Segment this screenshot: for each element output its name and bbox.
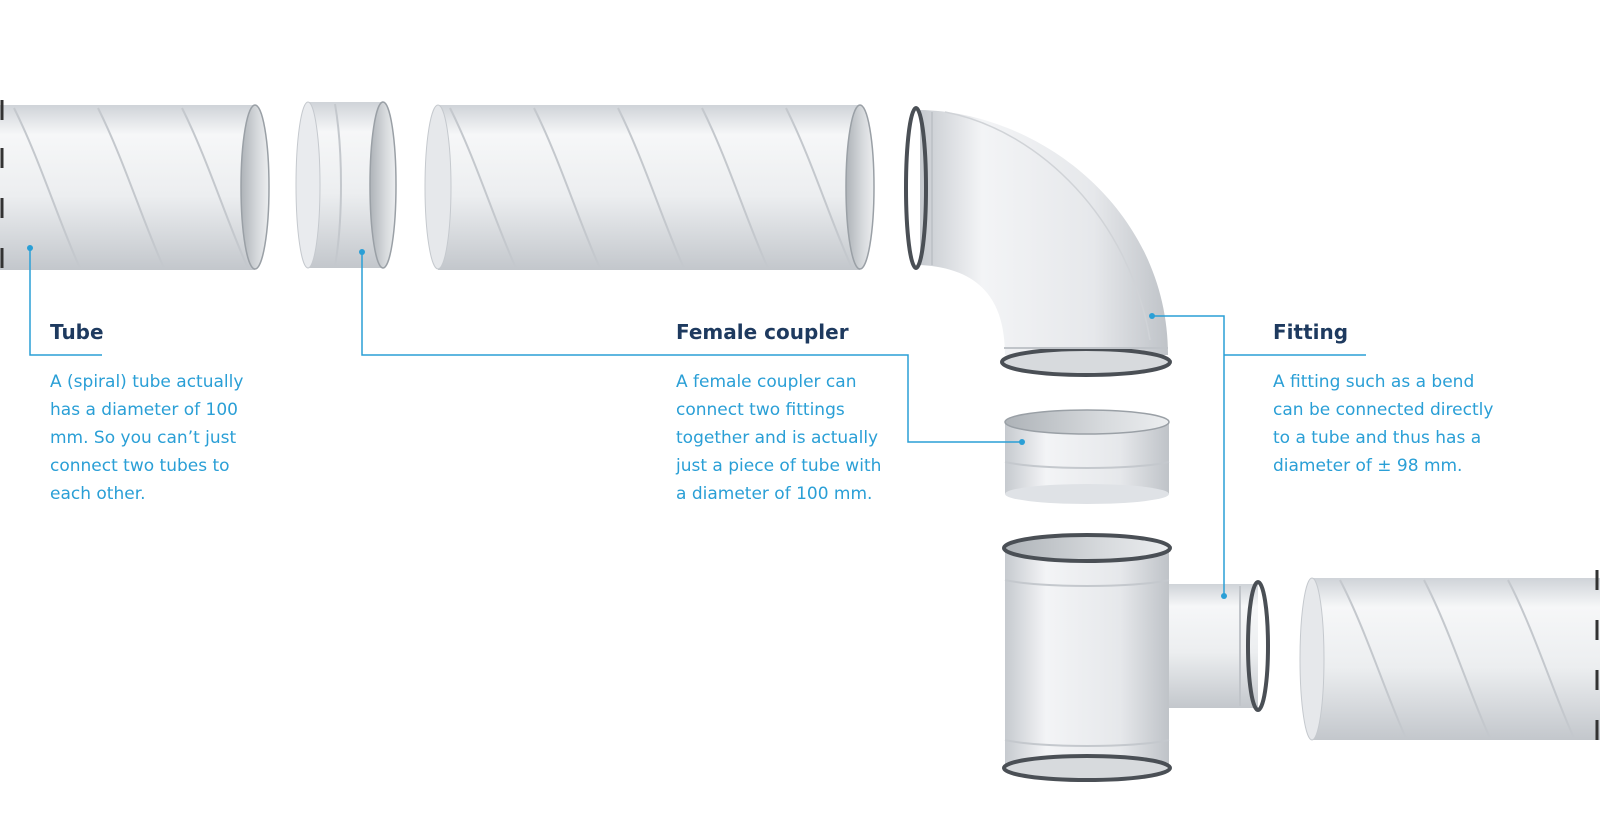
female-coupler-description: A female coupler can connect two fitting…: [676, 372, 882, 504]
leader-dot-coupler-ring: [1019, 439, 1025, 445]
tube-left: [0, 100, 270, 270]
tube-description: A (spiral) tube actually has a diameter …: [50, 372, 244, 504]
tube-title: Tube: [50, 320, 104, 344]
leader-dot-coupler: [359, 249, 365, 255]
tube-right: [1299, 570, 1600, 741]
female-coupler-label: Female coupler A female coupler can conn…: [676, 320, 891, 508]
coupler-ring: [1004, 409, 1170, 504]
tube-middle: [424, 104, 875, 270]
t-piece-fitting: [1002, 533, 1270, 782]
leader-fitting: [1152, 315, 1225, 596]
leader-dot-t-piece: [1221, 593, 1227, 599]
coupler-short: [295, 101, 397, 269]
leader-tube: [29, 248, 102, 356]
leader-dots: [27, 245, 1227, 599]
leader-dot-bend: [1149, 313, 1155, 319]
leader-dot-tube: [27, 245, 33, 251]
tube-label: Tube A (spiral) tube actually has a diam…: [50, 320, 250, 508]
female-coupler-title: Female coupler: [676, 320, 849, 344]
leader-lines: [29, 248, 1366, 596]
bend-fitting: [904, 106, 1172, 377]
fitting-title: Fitting: [1273, 320, 1349, 344]
leader-female-coupler: [361, 252, 1022, 443]
fitting-description: A fitting such as a bend can be connecte…: [1273, 372, 1494, 476]
fitting-label: Fitting A fitting such as a bend can be …: [1273, 320, 1498, 480]
